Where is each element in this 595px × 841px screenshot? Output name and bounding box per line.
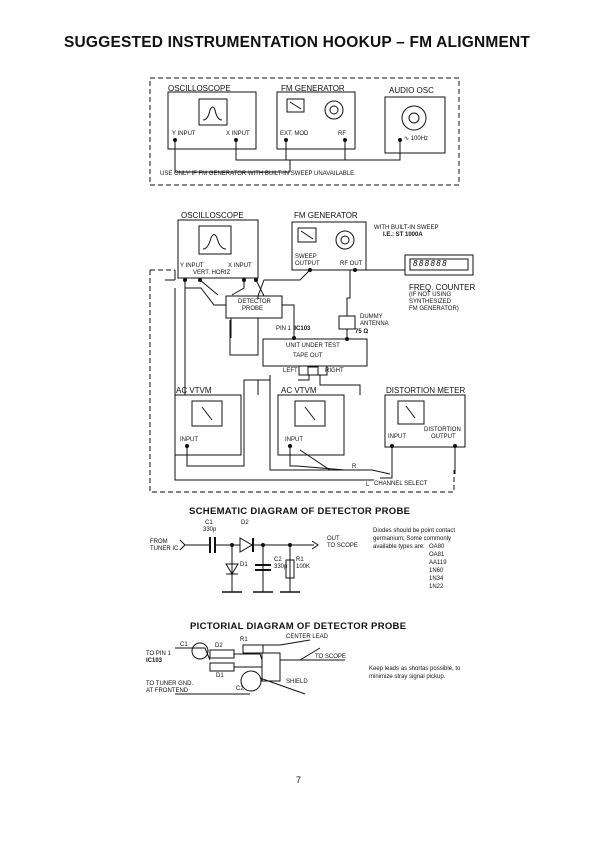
dist-input: INPUT [388, 434, 406, 440]
pic-c2: C2 [236, 686, 244, 692]
sch-note-1: Diodes should be point contact [373, 528, 456, 534]
sch-note-3: available types are: [373, 544, 425, 550]
diode-type-4: 1N60 [429, 568, 444, 574]
top-fm-label: FM GENERATOR [281, 84, 345, 93]
sch-from-1: FROM [150, 539, 168, 545]
dist-output: OUTPUT [431, 434, 456, 440]
ic103-text: IC103 [294, 326, 311, 332]
sch-d1: D1 [240, 562, 248, 568]
l-label: L [366, 482, 370, 488]
rf-out: RF OUT [340, 261, 363, 267]
mid-y-input: Y INPUT [180, 263, 204, 269]
uut-1: UNIT UNDER TEST [286, 343, 340, 349]
uut-2: TAPE OUT [293, 353, 323, 359]
acvtvm-2-label: AC VTVM [281, 386, 317, 395]
top-osc-label: OSCILLOSCOPE [168, 84, 231, 93]
diode-type-5: 1N34 [429, 576, 444, 582]
fc-note-3: FM GENERATOR) [409, 306, 459, 312]
left-label: LEFT [283, 368, 298, 374]
sweep-output: SWEEP [295, 254, 317, 260]
pic-keep-1: Keep leads as shortas possible, to [369, 666, 461, 672]
dummy-1: DUMMY [360, 314, 383, 320]
right-label: RIGHT [325, 368, 344, 374]
schematic-title: SCHEMATIC DIAGRAM OF DETECTOR PROBE [189, 506, 411, 517]
dummy-2: ANTENNA [360, 321, 389, 327]
top-freq: ∿ 100Hz [404, 136, 428, 143]
pic-center-lead: CENTER LEAD [286, 634, 329, 640]
page-number: 7 [296, 775, 302, 785]
pic-d2: D2 [215, 643, 223, 649]
pin1: PIN 1 IC103 [276, 326, 310, 333]
pic-to-pin1: TO PIN 1 [146, 651, 171, 657]
pin1-text: PIN 1 [276, 326, 292, 332]
top-ext-mod: EXT. MOD [280, 131, 309, 137]
sch-from-2: TUNER IC [150, 546, 179, 552]
top-x-input: X INPUT [226, 131, 250, 137]
pic-c1: C1 [180, 642, 188, 648]
sch-c1-val: 330p [203, 527, 217, 533]
sch-out-2: TO SCOPE [327, 543, 358, 549]
page-title: SUGGESTED INSTRUMENTATION HOOKUP – FM AL… [64, 34, 531, 51]
dummy-ohm: 75 Ω [355, 329, 369, 335]
sine-icon: ∿ [404, 136, 410, 142]
pic-gnd-1: TO TUNER GND. [146, 681, 194, 687]
freq-value: 100Hz [410, 136, 429, 142]
channel-select: CHANNEL SELECT [374, 481, 428, 487]
mid-fm-label: FM GENERATOR [294, 211, 358, 220]
pic-keep-2: minimize stray signal pickup. [369, 674, 446, 680]
counter-display: 888888 [413, 259, 448, 268]
sch-r1: R1 [296, 557, 304, 563]
sch-out-1: OUT [327, 536, 340, 542]
sch-d2: D2 [241, 520, 249, 526]
top-note: USE ONLY IF FM GENERATOR WITH BUILT-IN S… [160, 171, 356, 177]
top-y-input: Y INPUT [172, 131, 196, 137]
sch-note-2: germanium; Some commonly [373, 536, 452, 542]
detector-probe-2: PROBE [242, 306, 264, 312]
sch-c1: C1 [205, 520, 213, 526]
sweep-model: I.E.: ST 1000A [383, 232, 423, 238]
input-2: INPUT [285, 437, 303, 443]
pictorial-title: PICTORIAL DIAGRAM OF DETECTOR PROBE [190, 621, 407, 632]
fc-note-2: SYNTHESIZED [409, 299, 452, 305]
freq-counter-label: FREQ. COUNTER [409, 283, 476, 292]
diode-type-1: OA80 [429, 544, 445, 550]
sch-r1-val: 100K [296, 564, 311, 570]
distortion-label: DISTORTION [424, 427, 461, 433]
diode-type-2: OA81 [429, 552, 445, 558]
diode-type-6: 1N22 [429, 584, 444, 590]
pic-r1: R1 [240, 637, 248, 643]
input-1: INPUT [180, 437, 198, 443]
vert-horiz: VERT. HORIZ [193, 270, 231, 276]
pic-shield: SHIELD [286, 679, 308, 685]
sch-c2-val: 330p [274, 564, 288, 570]
pic-ic103: IC103 [146, 658, 163, 664]
pic-to-scope: TO SCOPE [315, 654, 346, 660]
diode-type-3: AA119 [429, 560, 447, 566]
sch-c2: C2 [274, 557, 282, 563]
detector-probe-1: DETECTOR [238, 299, 271, 305]
mid-x-input: X INPUT [228, 263, 252, 269]
acvtvm-1-label: AC VTVM [176, 386, 212, 395]
distortion-meter-label: DISTORTION METER [386, 386, 466, 395]
fc-note-1: (IF NOT USING [409, 292, 452, 298]
top-rf: RF [338, 131, 346, 137]
sweep-output-2: OUTPUT [295, 261, 320, 267]
r-label: R [352, 464, 357, 470]
pic-gnd-2: AT FRONTEND [146, 688, 189, 694]
pic-d1: D1 [216, 673, 224, 679]
sweep-note: WITH BUILT-IN SWEEP [374, 225, 439, 231]
mid-osc-label: OSCILLOSCOPE [181, 211, 244, 220]
top-audio-label: AUDIO OSC [389, 86, 434, 95]
